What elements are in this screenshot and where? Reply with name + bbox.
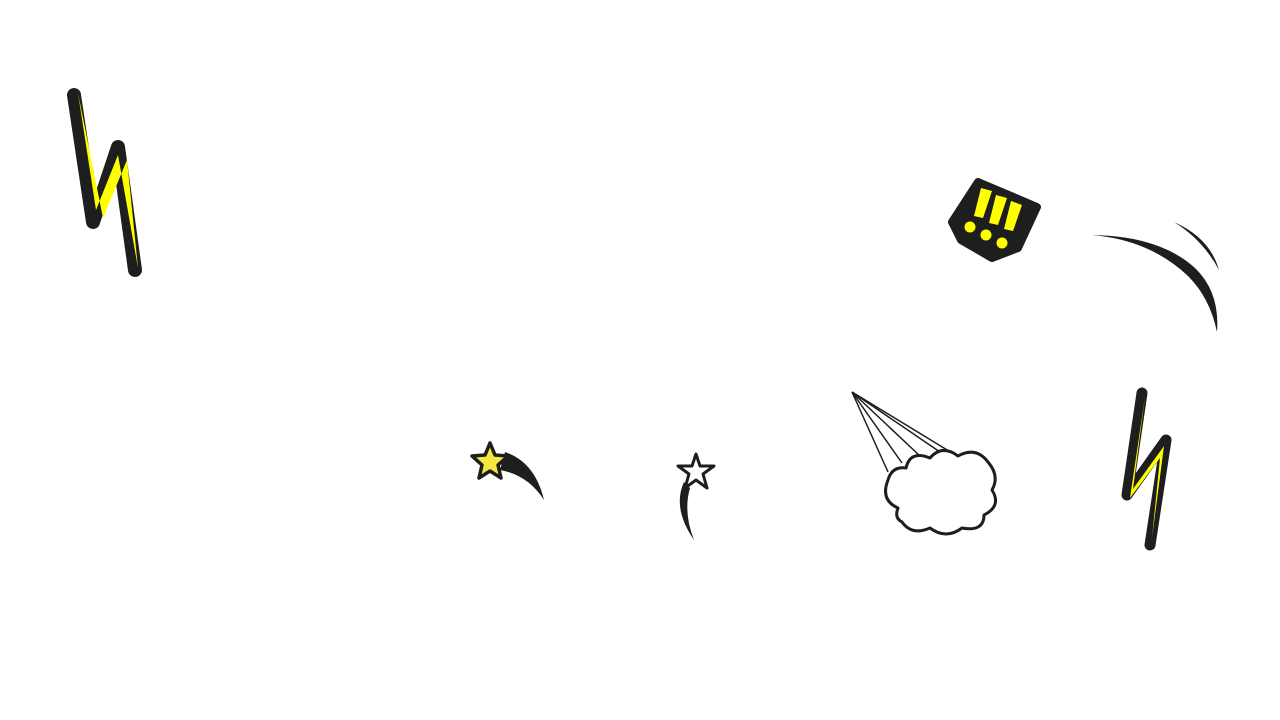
shooting-star-filled-icon xyxy=(470,441,544,500)
shooting-star-outline-icon xyxy=(676,452,716,540)
speeding-cloud-icon xyxy=(851,391,998,536)
lightning-bolt-icon xyxy=(1121,387,1172,551)
exclamation-marks-icon xyxy=(948,178,1041,262)
motion-arc-lines-icon xyxy=(1092,222,1219,332)
lightning-bolt-icon xyxy=(67,88,142,277)
